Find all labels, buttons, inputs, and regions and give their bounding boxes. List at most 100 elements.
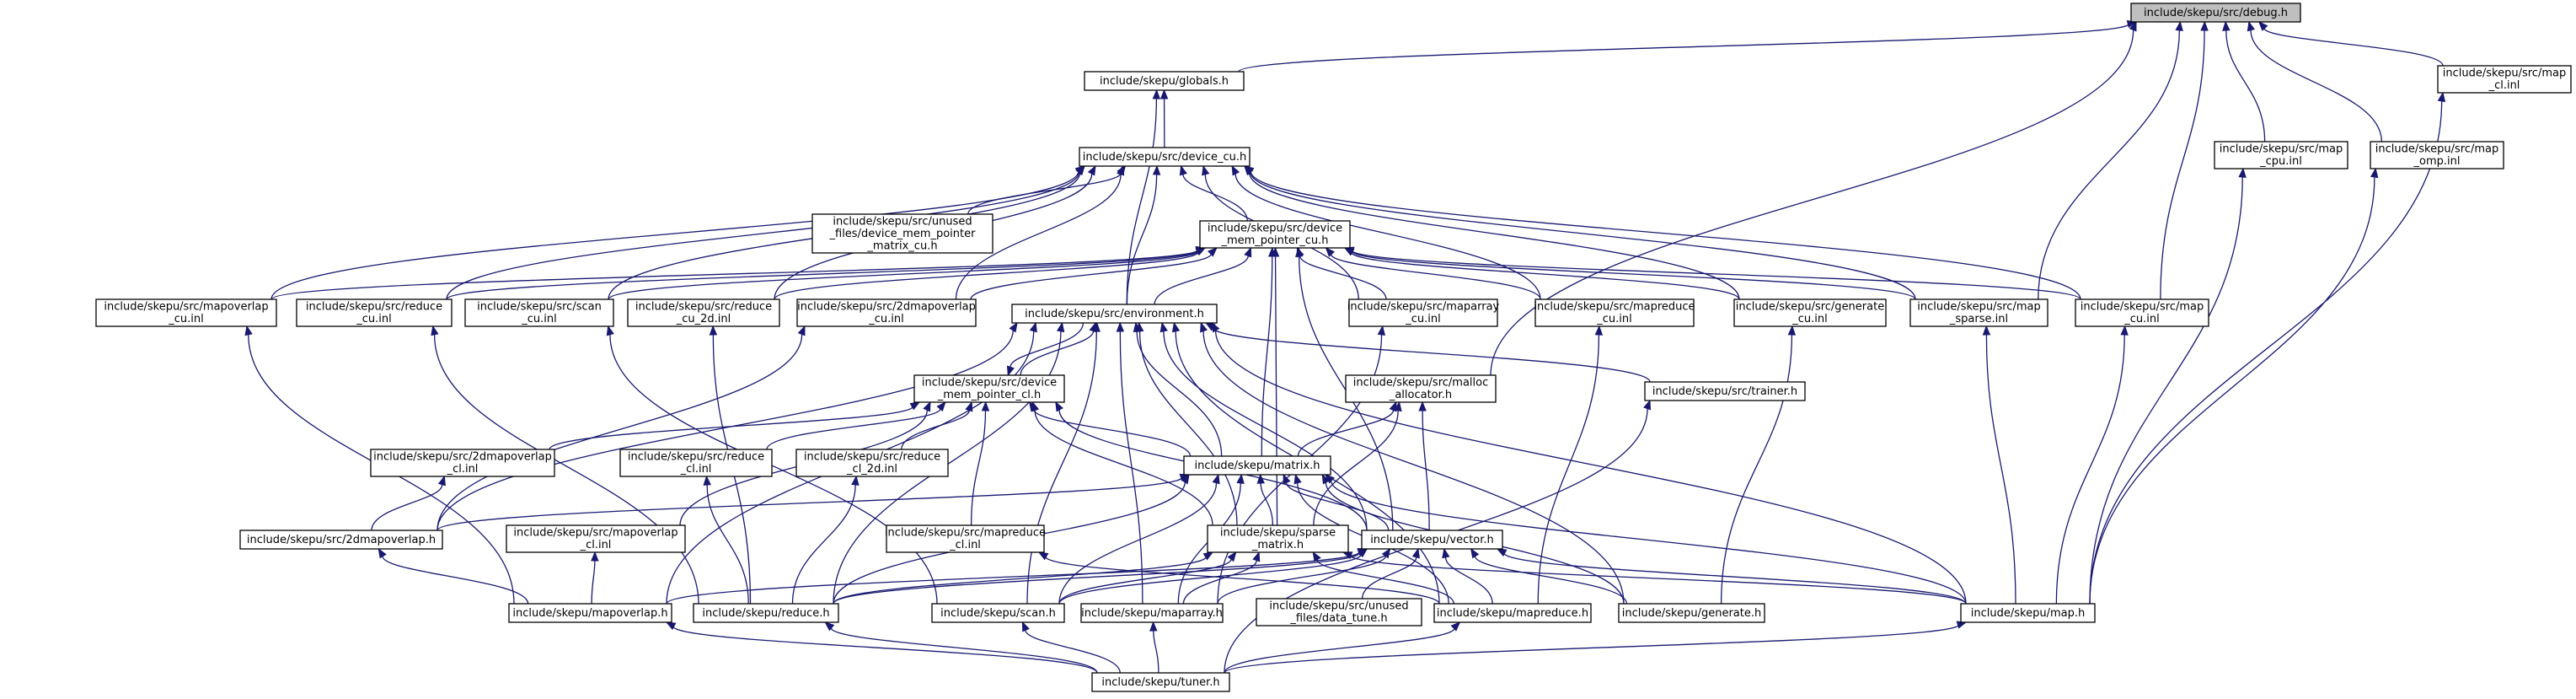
node-scan-cu[interactable]: include/skepu/src/scan_cu.inl	[464, 298, 614, 327]
node-label: include/skepu/sparse	[1220, 527, 1336, 540]
node-mapoverlap-h[interactable]: include/skepu/mapoverlap.h	[508, 603, 672, 623]
node-mapreduce-cl[interactable]: include/skepu/src/mapreduce_cl.inl	[885, 524, 1046, 553]
node-vector[interactable]: include/skepu/vector.h	[1361, 530, 1503, 550]
node-label: include/skepu/src/generate	[1736, 301, 1884, 314]
node-label: include/skepu/src/mapreduce	[1534, 301, 1695, 314]
node-tuner[interactable]: include/skepu/tuner.h	[1091, 672, 1230, 692]
node-trainer[interactable]: include/skepu/src/trainer.h	[1644, 381, 1806, 401]
node-generate-h[interactable]: include/skepu/generate.h	[1618, 603, 1765, 623]
node-map-omp[interactable]: include/skepu/src/map_omp.inl	[2370, 141, 2504, 169]
node-label: include/skepu/scan.h	[940, 607, 1056, 620]
node-reduce-cl[interactable]: include/skepu/src/reduce_cl.inl	[619, 449, 773, 477]
arrowhead-icon	[2238, 167, 2247, 178]
node-reduce-cu-2d[interactable]: include/skepu/src/reduce_cu_2d.inl	[627, 298, 780, 327]
node-label: _cl.inl	[2488, 79, 2520, 92]
node-globals[interactable]: include/skepu/globals.h	[1084, 71, 1245, 91]
node-box	[796, 298, 977, 327]
edge-scan-h-to-environment	[1026, 321, 1101, 605]
edge-maparray-h-to-environment	[1116, 321, 1143, 605]
node-dmp-cu[interactable]: include/skepu/src/device_mem_pointer_cu.…	[1199, 220, 1351, 249]
arrowhead-icon	[1442, 547, 1450, 559]
edge-mapreduce-h-to-mapreduce-cu	[1537, 325, 1604, 605]
node-scan-h[interactable]: include/skepu/scan.h	[931, 603, 1065, 623]
arrowhead-icon	[1227, 551, 1237, 562]
node-label: include/skepu/src/device_cu.h	[1083, 151, 1247, 164]
node-sparse-matrix[interactable]: include/skepu/sparse_matrix.h	[1207, 524, 1349, 553]
edge-line	[1045, 555, 1440, 605]
edge-line	[591, 559, 596, 605]
node-label: _cl.inl	[949, 539, 981, 551]
node-unused-dmp[interactable]: include/skepu/src/unused_files/device_me…	[811, 213, 993, 254]
edge-line	[1349, 554, 1967, 605]
node-box	[239, 530, 443, 550]
edge-vector-to-matrix	[1283, 473, 1390, 531]
edge-scan-h-to-vector	[1058, 548, 1368, 605]
node-mapoverlap-cu[interactable]: include/skepu/src/mapoverlap_cu.inl	[95, 298, 277, 327]
node-device-cu[interactable]: include/skepu/src/device_cu.h	[1079, 147, 1251, 167]
node-mapreduce-cu[interactable]: include/skepu/src/mapreduce_cu.inl	[1534, 298, 1695, 327]
node-mo2d-cu[interactable]: include/skepu/src/2dmapoverlap_cu.inl	[796, 298, 977, 327]
edge-reduce-h-to-reduce-cl	[703, 475, 749, 605]
node-maparray-cu[interactable]: include/skepu/src/maparray_cu.inl	[1347, 298, 1500, 327]
edge-mapoverlap-cu-to-dmp-cu	[270, 245, 1207, 300]
node-label: include/skepu/tuner.h	[1101, 676, 1219, 689]
arrowhead-icon	[851, 475, 860, 486]
edge-reduce-h-to-vector	[833, 548, 1368, 605]
edge-line	[766, 407, 941, 450]
node-malloc-alloc[interactable]: include/skepu/src/malloc_allocator.h	[1345, 374, 1497, 403]
edge-map-cl-to-debug	[2257, 21, 2444, 67]
edge-tuner-to-mapoverlap-h	[665, 621, 1098, 674]
edge-map-h-to-vector	[1496, 548, 1967, 605]
edges-layer	[244, 19, 2446, 674]
edge-line	[706, 483, 749, 605]
edge-line	[1119, 330, 1143, 605]
node-dmp-cl[interactable]: include/skepu/src/device_mem_pointer_cl.…	[913, 374, 1065, 403]
node-map-sparse[interactable]: include/skepu/src/map_sparse.inl	[1909, 298, 2048, 327]
node-label: include/skepu/reduce.h	[702, 607, 829, 620]
node-reduce-cl-2d[interactable]: include/skepu/src/reduce_cl_2d.inl	[795, 449, 949, 477]
node-map-cl[interactable]: include/skepu/src/map_cl.inl	[2437, 65, 2572, 94]
node-label: include/skepu/src/reduce	[804, 451, 940, 464]
arrowhead-icon	[437, 475, 446, 487]
node-label: include/skepu/src/mapreduce	[885, 527, 1046, 540]
node-mo2d-h[interactable]: include/skepu/src/2dmapoverlap.h	[239, 530, 443, 550]
edge-line	[1217, 555, 1387, 605]
node-generate-cu[interactable]: include/skepu/src/generate_cu.inl	[1733, 298, 1887, 327]
arrowhead-icon	[1021, 621, 1030, 632]
node-map-h[interactable]: include/skepu/map.h	[1960, 603, 2096, 623]
node-box	[1644, 381, 1806, 401]
edge-line	[382, 555, 529, 605]
node-label: _cu.inl	[521, 313, 556, 325]
node-matrix[interactable]: include/skepu/matrix.h	[1183, 455, 1331, 476]
node-map-cu[interactable]: include/skepu/src/map_cu.inl	[2075, 298, 2209, 327]
edge-matrix-to-dmp-cl	[1028, 401, 1192, 457]
edge-line	[1154, 255, 1249, 305]
node-map-cpu[interactable]: include/skepu/src/map_cpu.inl	[2214, 141, 2348, 169]
edge-mo2d-h-to-environment	[436, 321, 1018, 531]
node-data-tune[interactable]: include/skepu/src/unused_files/data_tune…	[1256, 598, 1422, 626]
edge-line	[970, 252, 1212, 300]
node-mo2d-cl[interactable]: include/skepu/src/2dmapoverlap_cl.inl	[370, 449, 555, 477]
edge-line	[901, 409, 970, 450]
node-reduce-cu[interactable]: include/skepu/src/reduce_cu.inl	[296, 298, 453, 327]
arrowhead-icon	[1271, 246, 1280, 257]
arrowhead-icon	[1031, 401, 1040, 412]
node-mapoverlap-cl[interactable]: include/skepu/src/mapoverlap_cl.inl	[506, 524, 686, 553]
edge-reduce-cl-2d-to-dmp-cl	[901, 401, 973, 450]
arrowhead-icon	[1202, 164, 1210, 176]
node-reduce-h[interactable]: include/skepu/reduce.h	[693, 603, 839, 623]
edge-mapoverlap-h-to-mapoverlap-cl	[591, 551, 599, 605]
arrowhead-icon	[1594, 325, 1604, 336]
node-debug[interactable]: include/skepu/src/debug.h	[2130, 3, 2301, 23]
edge-trainer-to-environment	[1205, 322, 1651, 383]
node-label: _cu.inl	[356, 313, 391, 325]
arrowhead-icon	[1136, 321, 1144, 332]
node-label: _cl_2d.inl	[846, 463, 897, 476]
arrowhead-icon	[709, 325, 718, 336]
node-mapreduce-h[interactable]: include/skepu/mapreduce.h	[1433, 603, 1592, 623]
arrowhead-icon	[1236, 473, 1245, 484]
node-maparray-h[interactable]: include/skepu/maparray.h	[1080, 603, 1224, 623]
node-label: _sparse.inl	[1949, 313, 2008, 325]
node-environment[interactable]: include/skepu/src/environment.h	[1011, 304, 1218, 324]
edge-line	[833, 556, 1207, 605]
